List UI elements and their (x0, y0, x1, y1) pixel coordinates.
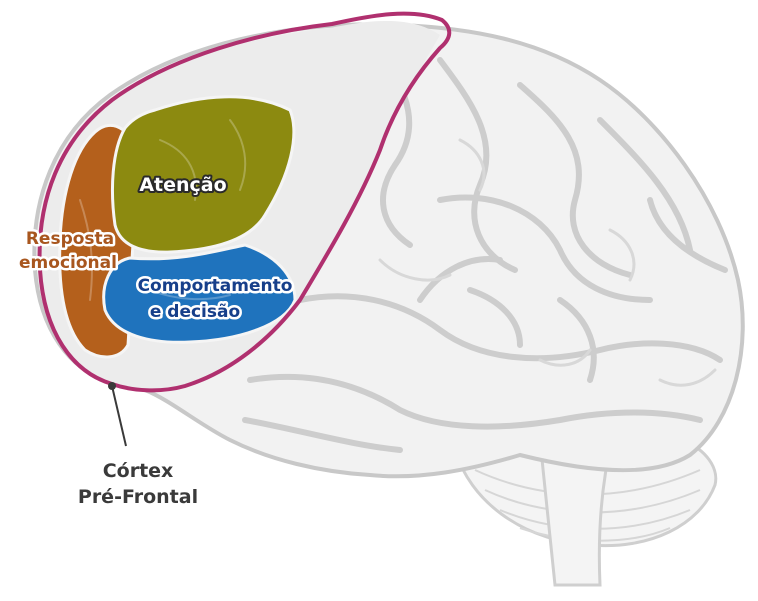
pfc-label-line1: Córtex (103, 460, 174, 482)
emotional-label-line1: Resposta (26, 229, 114, 249)
behavior-label-line2: e decisão (150, 302, 240, 322)
pfc-label-line2: Pré-Frontal (78, 486, 198, 508)
behavior-label-line1: Comportamento (138, 276, 293, 296)
prefrontal-cortex-caption: Córtex Pré-Frontal (78, 460, 198, 508)
pfc-pointer-dot (108, 382, 116, 390)
attention-label: Atenção (139, 174, 226, 196)
emotional-label-line2: emocional (19, 253, 117, 273)
pfc-pointer-line (112, 386, 126, 446)
